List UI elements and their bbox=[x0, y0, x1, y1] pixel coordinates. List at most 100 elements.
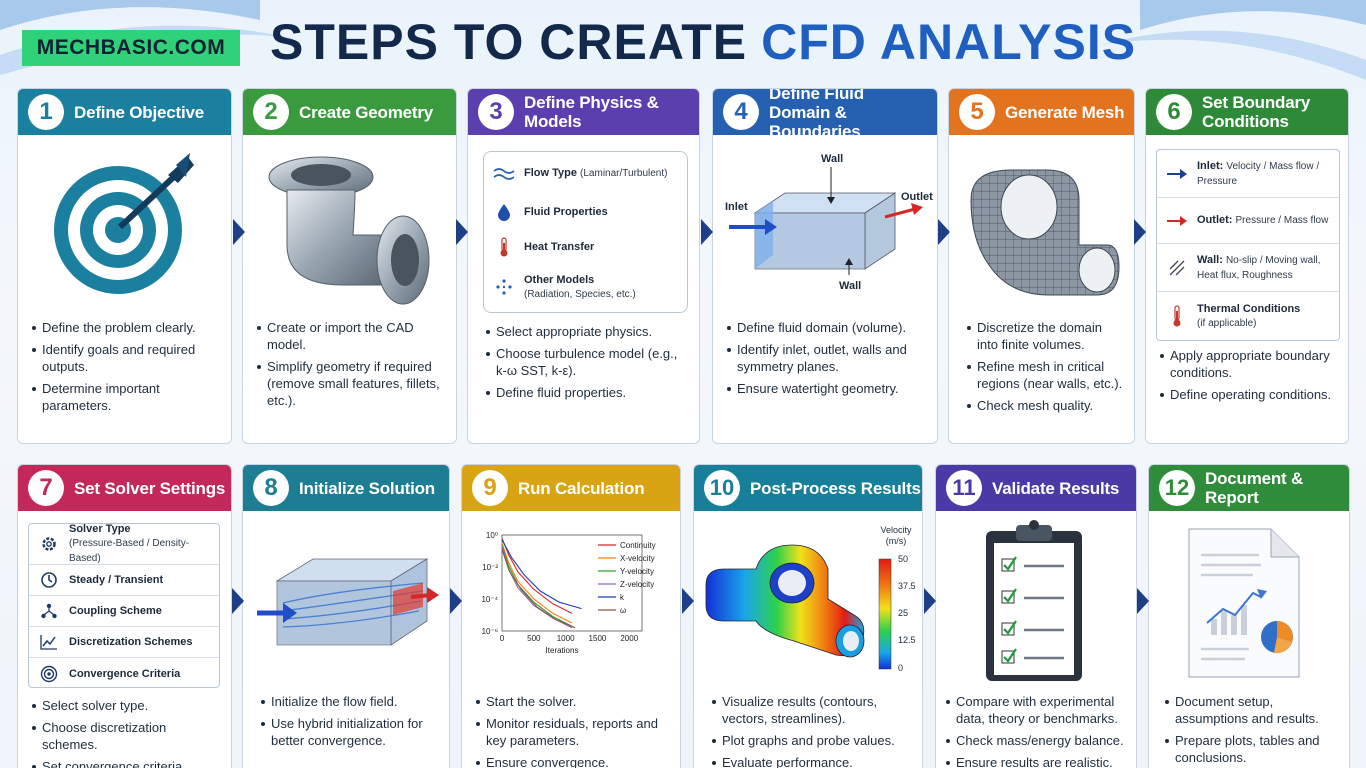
droplet-icon bbox=[498, 203, 510, 221]
solver-item: Convergence Criteria bbox=[29, 658, 219, 689]
colorbar-title: Velocity (m/s) bbox=[872, 525, 920, 547]
checklist-illustration bbox=[936, 511, 1136, 689]
step-title-5: Generate Mesh bbox=[1005, 102, 1125, 122]
step-header-2: 2 Create Geometry bbox=[243, 89, 456, 135]
colorbar-title-line2: (m/s) bbox=[885, 536, 907, 546]
step-bullets-1: Define the problem clearly. Identify goa… bbox=[18, 315, 231, 414]
series-line bbox=[501, 537, 573, 614]
boundary-conditions-list: Inlet: Velocity / Mass flow / Pressure O… bbox=[1156, 149, 1340, 341]
solver-item: Steady / Transient bbox=[29, 565, 219, 596]
legend-label: Y-velocity bbox=[620, 567, 654, 576]
step-bullets-10: Visualize results (contours, vectors, st… bbox=[694, 689, 922, 768]
bc-item-label: Wall: bbox=[1197, 253, 1223, 266]
flow-box-icon bbox=[257, 558, 439, 646]
step-bullet: Compare with experimental data, theory o… bbox=[946, 693, 1130, 727]
step-bullet: Ensure convergence. bbox=[476, 754, 670, 768]
step-bullet: Create or import the CAD model. bbox=[257, 319, 446, 353]
inlet-arrow-icon bbox=[1167, 168, 1187, 179]
next-arrow-icon bbox=[682, 588, 694, 614]
next-arrow-icon bbox=[456, 219, 468, 245]
step-card-12: 12 Document & Report Document setup, ass… bbox=[1148, 464, 1350, 768]
step-number-3: 3 bbox=[478, 94, 514, 130]
clipboard-icon bbox=[986, 520, 1082, 681]
step-header-9: 9 Run Calculation bbox=[462, 465, 680, 511]
step-bullet: Define operating conditions. bbox=[1160, 386, 1338, 403]
initialize-illustration bbox=[243, 511, 449, 689]
step-card-4: 4 Define Fluid Domain & Boundaries Wall … bbox=[712, 88, 938, 444]
y-tick-label: 10⁻⁴ bbox=[481, 595, 498, 604]
next-arrow-icon bbox=[924, 588, 936, 614]
step-title-4: Define Fluid Domain & Boundaries bbox=[769, 88, 864, 141]
colorbar-tick: 25 bbox=[898, 608, 909, 618]
domain-box-icon bbox=[729, 167, 923, 275]
physics-item-label: Heat Transfer bbox=[524, 240, 595, 253]
bc-item-text: Velocity / Mass flow / Pressure bbox=[1197, 160, 1320, 187]
bc-item: Thermal Conditions(if applicable) bbox=[1157, 292, 1339, 340]
next-arrow-icon bbox=[232, 588, 244, 614]
step-card-5: 5 Generate Mesh Discretize the domain in… bbox=[948, 88, 1135, 444]
site-logo: MECHBASIC.COM bbox=[22, 30, 240, 66]
step-title-2: Create Geometry bbox=[299, 102, 434, 122]
step-card-7: 7 Set Solver Settings Solver Type(Pressu… bbox=[17, 464, 232, 768]
wall-hatch-icon bbox=[1169, 260, 1185, 275]
fluid-domain-illustration: Wall Inlet Outlet Wall bbox=[713, 135, 937, 315]
next-arrow-icon bbox=[701, 219, 713, 245]
contour-illustration: Velocity (m/s) 50 37.5 25 12.5 0 bbox=[694, 511, 922, 689]
step-bullet: Refine mesh in critical regions (near wa… bbox=[967, 358, 1124, 392]
step-header-8: 8 Initialize Solution bbox=[243, 465, 449, 511]
solver-settings-panel: Solver Type(Pressure-Based / Density-Bas… bbox=[18, 511, 231, 693]
page-title: STEPS TO CREATE CFD ANALYSIS bbox=[270, 12, 1340, 72]
next-arrow-icon bbox=[1137, 588, 1149, 614]
step-bullet: Document setup, assumptions and results. bbox=[1165, 693, 1339, 727]
step-number-6: 6 bbox=[1156, 94, 1192, 130]
inlet-label: Inlet bbox=[725, 201, 748, 213]
step-bullet: Choose discretization schemes. bbox=[32, 719, 221, 753]
step-number-1: 1 bbox=[28, 94, 64, 130]
step-bullets-6: Apply appropriate boundary conditions. D… bbox=[1146, 347, 1348, 403]
physics-item: Other Models(Radiation, Species, etc.) bbox=[484, 264, 687, 310]
step-number-4: 4 bbox=[723, 94, 759, 130]
step-bullet: Monitor residuals, reports and key param… bbox=[476, 715, 670, 749]
x-axis-label: Iterations bbox=[546, 646, 579, 655]
pipe-elbow-icon bbox=[268, 156, 430, 305]
step-card-8: 8 Initialize Solution Initialize the flo… bbox=[242, 464, 450, 768]
colorbar-tick: 50 bbox=[898, 554, 909, 564]
step-header-6: 6 Set Boundary Conditions bbox=[1146, 89, 1348, 135]
solver-item-label: Steady / Transient bbox=[69, 574, 164, 586]
step-bullet: Apply appropriate boundary conditions. bbox=[1160, 347, 1338, 381]
bc-item-text: Pressure / Mass flow bbox=[1235, 215, 1329, 226]
physics-item-label: Other Models bbox=[524, 273, 595, 286]
x-tick-label: 500 bbox=[527, 634, 541, 643]
colorbar-tick: 0 bbox=[898, 663, 904, 673]
target-illustration bbox=[18, 135, 231, 315]
series-line bbox=[501, 544, 573, 627]
step-number-5: 5 bbox=[959, 94, 995, 130]
legend-label: k bbox=[620, 593, 625, 602]
series-line bbox=[501, 549, 576, 629]
mesh-illustration bbox=[949, 135, 1134, 315]
physics-item: Flow Type (Laminar/Turbulent) bbox=[484, 152, 687, 194]
step-header-5: 5 Generate Mesh bbox=[949, 89, 1134, 135]
series-line bbox=[501, 542, 573, 624]
bc-item: Outlet: Pressure / Mass flow bbox=[1157, 198, 1339, 244]
thermometer-icon bbox=[500, 236, 508, 256]
solver-item: Coupling Scheme bbox=[29, 596, 219, 627]
physics-item-sub: (Laminar/Turbulent) bbox=[580, 167, 668, 179]
solver-item-label: Discretization Schemes bbox=[69, 636, 193, 648]
boundary-conditions-panel: Inlet: Velocity / Mass flow / Pressure O… bbox=[1146, 135, 1348, 347]
step-bullets-8: Initialize the flow field. Use hybrid in… bbox=[243, 689, 449, 749]
report-document-icon bbox=[1188, 528, 1300, 678]
step-bullet: Ensure watertight geometry. bbox=[727, 380, 927, 397]
thermometer-icon bbox=[1173, 305, 1181, 327]
step-card-1: 1 Define Objective Define the problem cl… bbox=[17, 88, 232, 444]
physics-item-label: Fluid Properties bbox=[524, 205, 608, 218]
page-title-accent: CFD ANALYSIS bbox=[761, 14, 1137, 70]
solver-item-sub: (Pressure-Based / Density-Based) bbox=[69, 538, 190, 564]
next-arrow-icon bbox=[938, 219, 950, 245]
step-bullets-11: Compare with experimental data, theory o… bbox=[936, 689, 1136, 768]
next-arrow-icon bbox=[1134, 219, 1146, 245]
physics-item-label: Flow Type bbox=[524, 166, 577, 179]
step-bullet: Evaluate performance. bbox=[712, 754, 912, 768]
legend-label: X-velocity bbox=[620, 554, 655, 563]
